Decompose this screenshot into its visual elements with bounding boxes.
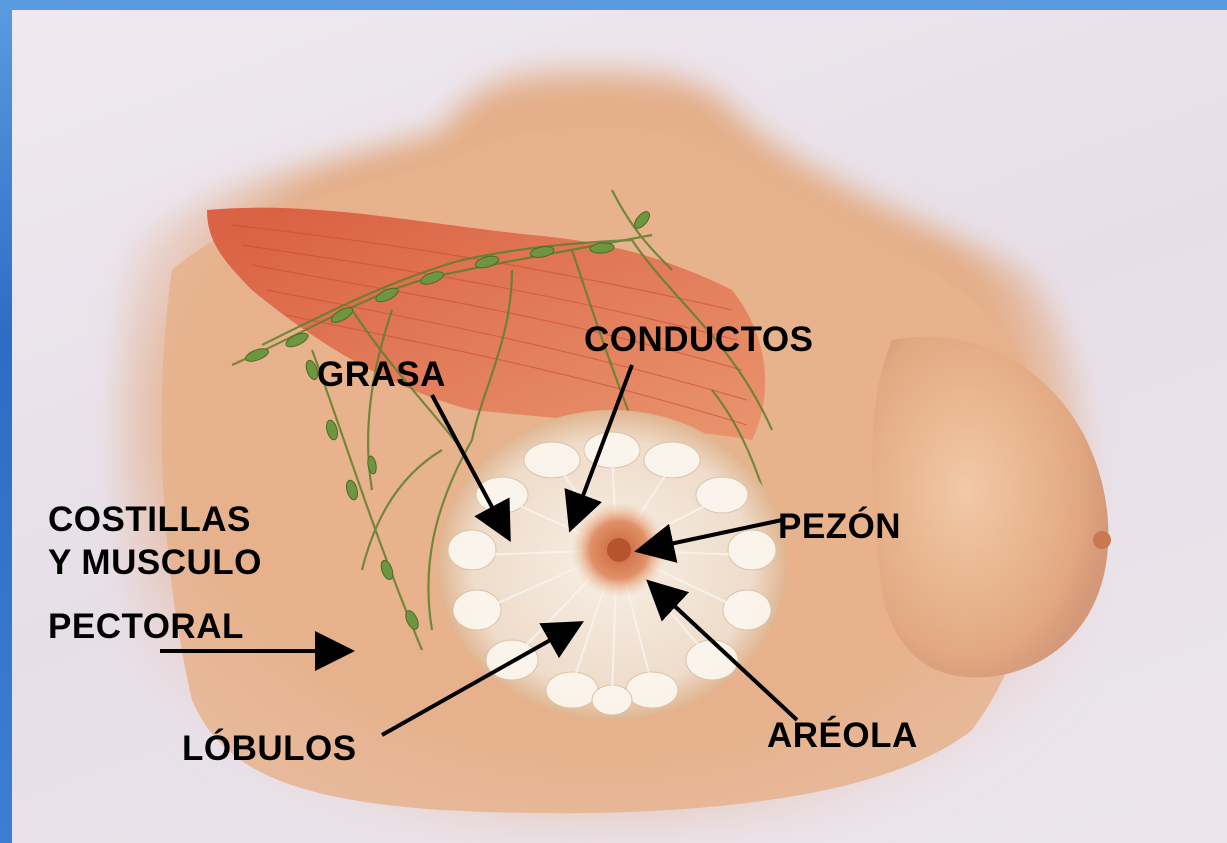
label-conductos: CONDUCTOS [584, 318, 813, 362]
right-nipple [1093, 531, 1111, 549]
label-lobulos: LÓBULOS [182, 727, 357, 771]
illustration-canvas: CONDUCTOS GRASA COSTILLAS Y MUSCULO PECT… [12, 10, 1227, 843]
label-pezon: PEZÓN [778, 505, 901, 549]
nipple [607, 538, 631, 562]
label-costillas-line1: COSTILLAS [48, 498, 251, 542]
label-grasa: GRASA [317, 353, 446, 397]
label-costillas-line3: PECTORAL [48, 605, 244, 649]
breast-anatomy-illustration [12, 10, 1227, 843]
label-costillas-line2: Y MUSCULO [48, 541, 262, 585]
label-areola: ARÉOLA [767, 714, 918, 758]
